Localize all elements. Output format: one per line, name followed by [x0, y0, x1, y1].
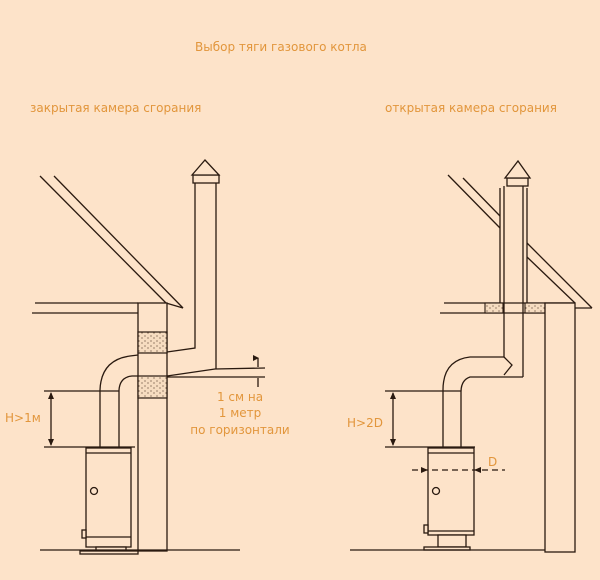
height-label: H>1м — [5, 411, 41, 425]
slope-note-line: 1 см на — [217, 390, 263, 404]
diameter-label: D — [488, 455, 497, 469]
closed-chamber-diagram: H>1м 1 см на 1 метр по горизонтали — [5, 159, 290, 555]
roof — [440, 174, 593, 314]
boiler — [423, 447, 475, 551]
ceiling-insulation — [524, 302, 546, 314]
boiler-knob — [89, 486, 99, 496]
flue-pipe — [99, 354, 139, 447]
boiler — [79, 447, 139, 555]
height-dimension — [44, 390, 135, 448]
chimney — [499, 159, 532, 377]
wall-insulation — [137, 375, 168, 399]
wall-insulation — [137, 331, 168, 354]
wall — [137, 302, 168, 552]
open-chamber-diagram: H>2D D — [347, 159, 593, 553]
height-dimension — [385, 390, 475, 448]
roof — [32, 175, 184, 314]
slope-note-line: 1 метр — [219, 406, 262, 420]
right-heading: открытая камера сгорания — [385, 101, 557, 115]
height-label: H>2D — [347, 416, 383, 430]
wall — [544, 302, 576, 553]
flue-pipe — [442, 356, 523, 447]
boiler-knob — [431, 486, 441, 496]
chimney — [166, 159, 266, 378]
ceiling-insulation — [484, 302, 504, 314]
slope-note-line: по горизонтали — [190, 423, 289, 437]
left-heading: закрытая камера сгорания — [30, 101, 201, 115]
diameter-dimension — [412, 467, 505, 473]
diagram-title: Выбор тяги газового котла — [195, 40, 367, 54]
